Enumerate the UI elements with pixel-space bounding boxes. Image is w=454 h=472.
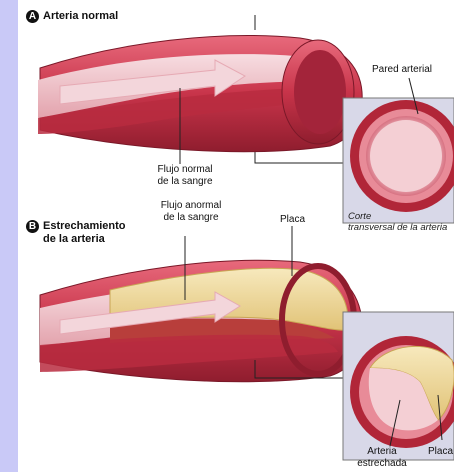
narrowed-artery-label: Arteria estrechada bbox=[356, 446, 408, 470]
artery-wall-label: Pared arterial bbox=[372, 64, 432, 75]
normal-flow-label: Flujo normal de la sangre bbox=[140, 164, 230, 188]
narrowed-artery bbox=[40, 226, 362, 382]
abnormal-flow-label: Flujo anormal de la sangre bbox=[146, 200, 236, 224]
plaque-label-cross-section: Placa bbox=[428, 446, 454, 457]
normal-artery bbox=[38, 36, 362, 164]
cross-section-label: Corte transversal de la arteria bbox=[348, 211, 454, 233]
panel-a-badge: A bbox=[26, 10, 39, 23]
plaque-label: Placa bbox=[280, 214, 305, 225]
panel-a-title: Arteria normal bbox=[43, 10, 118, 23]
panel-b-badge: B bbox=[26, 220, 39, 233]
panel-b-title: Estrechamiento de la arteria bbox=[43, 220, 126, 246]
